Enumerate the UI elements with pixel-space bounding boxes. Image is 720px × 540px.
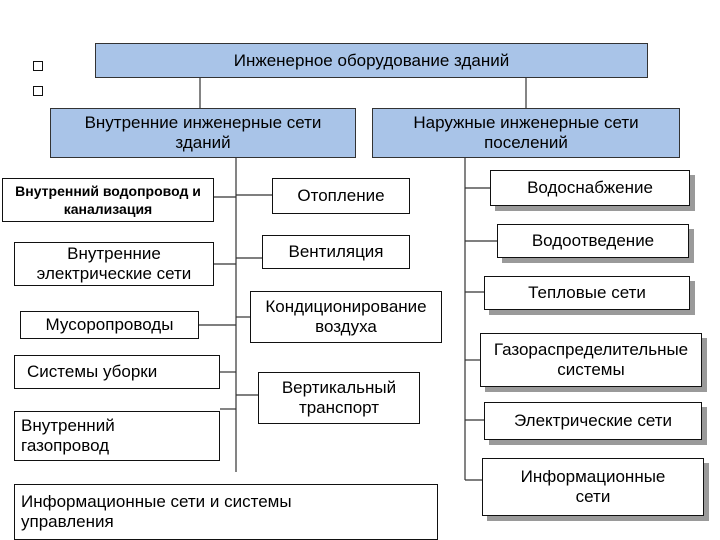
- external-item-heat-networks: Тепловые сети: [484, 276, 690, 310]
- diagram-title-box: Инженерное оборудование зданий: [95, 43, 648, 78]
- internal-item-heating: Отопление: [272, 178, 410, 214]
- internal-item-electrical: Внутренние электрические сети: [14, 242, 214, 286]
- external-item-water-supply: Водоснабжение: [490, 170, 690, 206]
- bullet-square-2: [33, 86, 43, 96]
- external-item-drainage: Водоотведение: [497, 224, 689, 258]
- internal-item-gas: Внутренний газопровод: [14, 411, 220, 461]
- branch-external: Наружные инженерные сети поселений: [372, 108, 680, 158]
- internal-item-information-control: Информационные сети и системы управления: [14, 484, 438, 540]
- internal-item-ventilation: Вентиляция: [262, 235, 410, 269]
- external-item-electrical-networks: Электрические сети: [484, 402, 702, 440]
- internal-item-conditioning: Кондиционирование воздуха: [250, 291, 442, 343]
- external-item-gas-distribution: Газораспределительные системы: [480, 333, 702, 387]
- branch-internal-label: Внутренние инженерные сети зданий: [84, 113, 322, 152]
- internal-item-vertical-transport: Вертикальный транспорт: [258, 372, 420, 424]
- bullet-square-1: [33, 61, 43, 71]
- branch-external-label: Наружные инженерные сети поселений: [413, 113, 639, 152]
- internal-item-water-sewer: Внутренний водопровод и канализация: [2, 178, 214, 222]
- external-item-information-networks: Информационные сети: [482, 458, 704, 516]
- internal-item-garbage-chute: Мусоропроводы: [20, 311, 199, 339]
- internal-item-cleaning: Системы уборки: [14, 355, 220, 389]
- diagram-title: Инженерное оборудование зданий: [233, 50, 510, 70]
- branch-internal: Внутренние инженерные сети зданий: [50, 108, 356, 158]
